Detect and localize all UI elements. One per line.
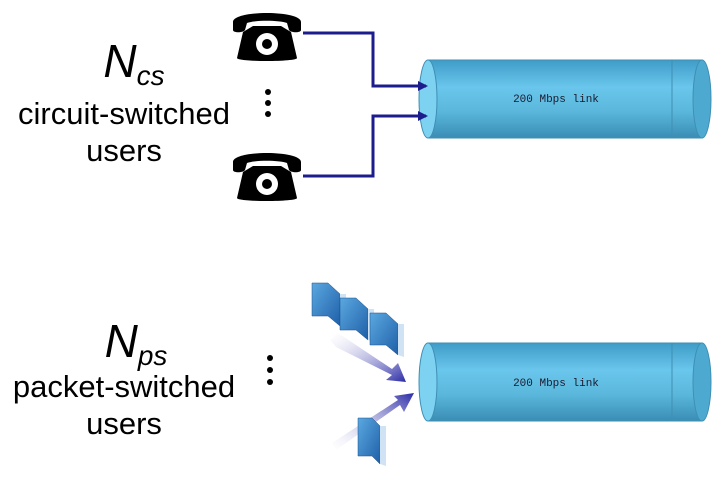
circuit-caption-line2: users: [86, 133, 162, 168]
circuit-symbol-base: N: [103, 35, 137, 87]
circuit-wire-top: [303, 31, 428, 91]
packet-arrow-top: [330, 333, 406, 382]
circuit-users-symbol: Ncs: [84, 38, 184, 99]
circuit-link-label: 200 Mbps link: [513, 94, 599, 106]
packet-icon: [339, 297, 374, 342]
packet-symbol-base: N: [104, 315, 138, 367]
packet-caption-line2: users: [86, 406, 162, 441]
packet-users-symbol: Nps: [86, 318, 186, 379]
packet-symbol-sub: ps: [137, 340, 168, 371]
packet-icon: [357, 417, 386, 466]
vertical-ellipsis-icon: [267, 355, 273, 385]
circuit-wire-bottom: [303, 111, 428, 178]
packet-icon: [369, 312, 404, 357]
circuit-symbol-sub: cs: [136, 60, 165, 91]
packet-link-cylinder: [418, 342, 712, 422]
circuit-link-cylinder: [418, 59, 712, 139]
telephone-icon: [233, 153, 301, 201]
packet-link-label: 200 Mbps link: [513, 378, 599, 390]
packet-caption-line1: packet-switched: [12, 369, 236, 404]
telephone-icon: [233, 13, 301, 61]
vertical-ellipsis-icon: [265, 89, 271, 117]
circuit-caption-line1: circuit-switched: [18, 96, 230, 131]
